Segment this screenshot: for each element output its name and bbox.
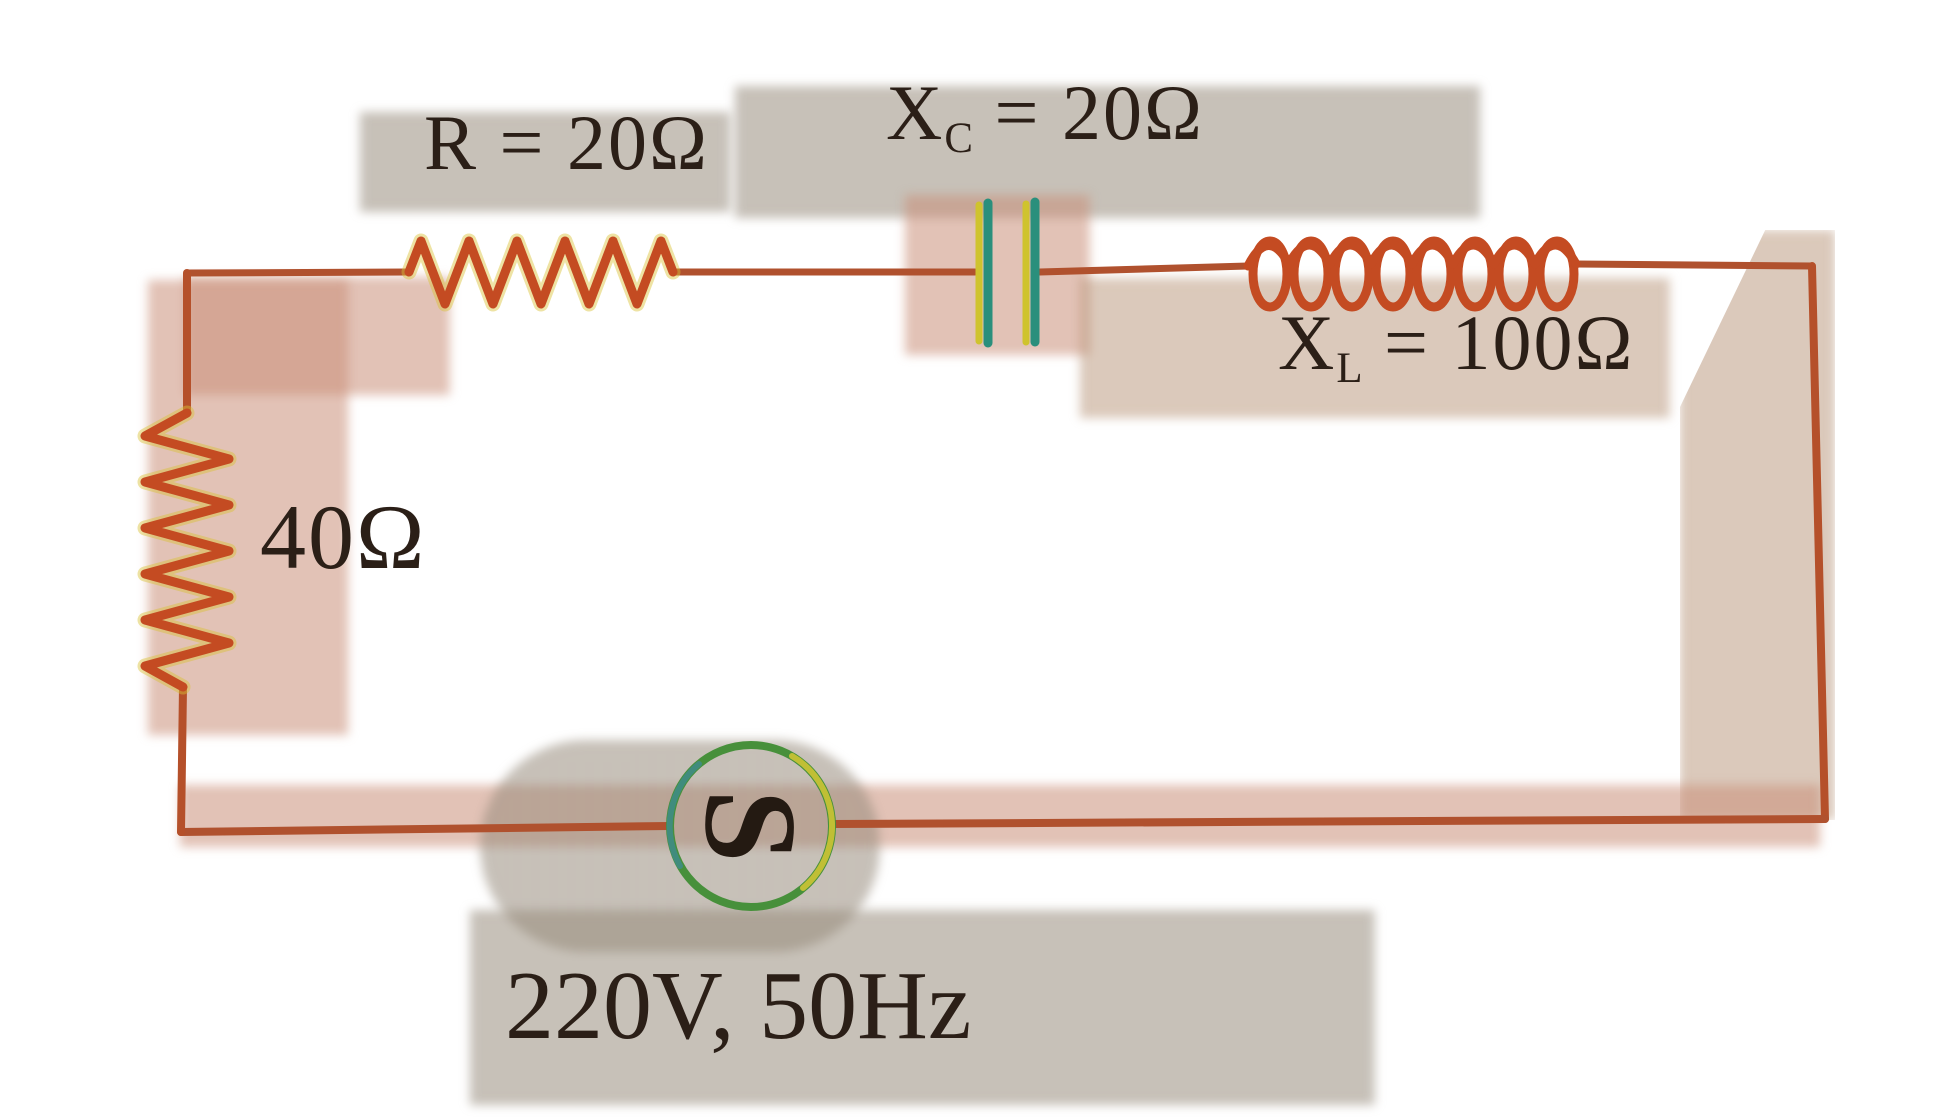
source-circle-highlight (789, 753, 835, 891)
resistor-r-symbol (401, 233, 681, 312)
capacitor-symbol (975, 197, 1040, 348)
source-caption: 220V, 50Hz (505, 957, 971, 1055)
wire-segment (1036, 262, 1252, 276)
inductor-label-subscript: L (1336, 344, 1363, 392)
inductor-symbol (1243, 236, 1581, 312)
wire-segment (183, 268, 413, 277)
resistor-zigzag (404, 236, 678, 309)
source-sine-symbol: S (678, 789, 825, 862)
wire-segment (829, 815, 1829, 828)
wire-right (1808, 262, 1829, 823)
source-circle-highlight (666, 761, 702, 869)
inductor-label-value: = 100Ω (1362, 299, 1635, 386)
inductor-label-base: X (1278, 299, 1337, 386)
wire-segment (1808, 262, 1829, 823)
capacitor-label-value: = 20Ω (972, 69, 1204, 156)
wire-segment (177, 683, 187, 836)
wire-segment (177, 822, 673, 836)
resistor-40-label: 40Ω (260, 491, 426, 583)
capacitor-label: XC = 20Ω (886, 74, 1204, 161)
capacitor-label-base: X (886, 69, 945, 156)
resistor-40-label-text: 40Ω (260, 486, 427, 588)
resistor-40-symbol (137, 405, 237, 695)
resistor-r-label-text: R = 20Ω (424, 99, 709, 186)
ac-source-symbol: S (666, 741, 836, 911)
source-caption-text: 220V, 50Hz (505, 952, 972, 1060)
wire-top (183, 260, 1816, 277)
wire-left (177, 269, 191, 836)
inductor-label: XL = 100Ω (1278, 304, 1635, 391)
wire-bottom (177, 815, 1829, 836)
inductor-loop (1248, 236, 1292, 312)
wire-segment (1572, 260, 1816, 270)
resistor-r-label: R = 20Ω (424, 104, 709, 182)
resistor-zigzag (140, 408, 234, 692)
inductor-humps (1243, 240, 1581, 271)
capacitor-label-subscript: C (944, 114, 973, 162)
